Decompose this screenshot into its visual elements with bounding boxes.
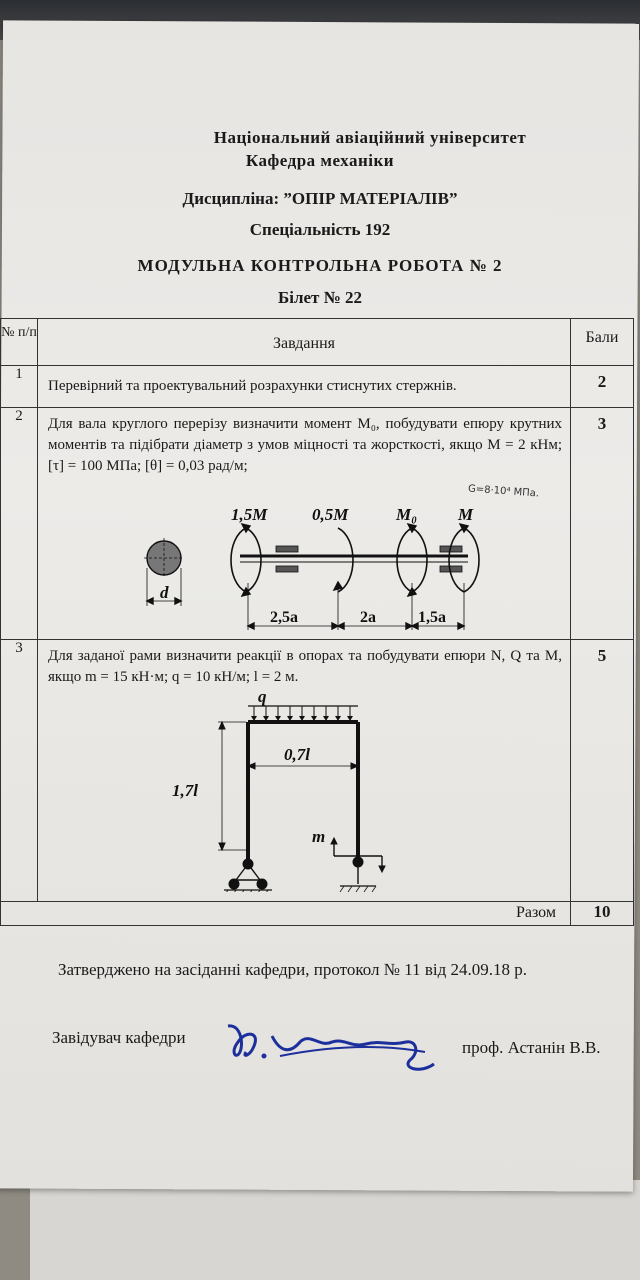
moment-arrow-2 — [337, 527, 354, 593]
total-row: Разом 10 — [0, 901, 634, 926]
head-label: Завідувач кафедри — [52, 1028, 186, 1047]
row-num: 3 — [0, 639, 38, 902]
moment-label-4: M — [457, 505, 474, 524]
load-label: q — [258, 692, 267, 706]
moment-label: m — [312, 827, 325, 846]
paper-underneath — [30, 1180, 640, 1280]
row-points: 5 — [570, 639, 634, 902]
shaft-diagram: 1,5M 0,5M M₀ M d 2,5a 2a 1,5a — [144, 505, 480, 631]
head-name: проф. Астанін В.В. — [462, 1038, 601, 1057]
bearing-1 — [275, 545, 299, 553]
task-text: Для заданої рами визначити реакції в опо… — [48, 648, 562, 685]
document-title: МОДУЛЬНА КОНТРОЛЬНА РОБОТА № 2 — [137, 256, 503, 275]
table-header-row: № п/п Завдання Бали — [0, 318, 634, 366]
row-num-text: 3 — [15, 640, 23, 656]
table-row: 1 Перевірний та проектувальний розрахунк… — [0, 365, 634, 408]
approval-note: Затверджено на засіданні кафедри, проток… — [58, 960, 528, 979]
task-text: Перевірний та проектувальний розрахунки … — [48, 378, 457, 394]
header-num: № п/п — [0, 318, 38, 366]
total-label: Разом — [0, 901, 571, 926]
diameter-label: d — [160, 583, 169, 602]
university-name: Національний авіаційний університет — [213, 128, 527, 147]
ticket-number: Білет № 22 — [278, 288, 362, 307]
row-num: 2 — [0, 407, 38, 640]
row-num: 1 — [0, 365, 38, 408]
moment-arrow-4 — [463, 527, 480, 593]
row-points: 3 — [570, 407, 634, 640]
moment-arrow-3 — [411, 527, 428, 593]
points-value: 5 — [597, 646, 607, 665]
moment-label-3: M₀ — [395, 505, 417, 524]
signature — [227, 1024, 435, 1071]
points-value: 2 — [597, 372, 607, 391]
moment-arrow-1 — [245, 527, 262, 593]
frame-diagram: q 0,7l 1,7l m — [172, 692, 386, 892]
row-points: 2 — [570, 365, 634, 408]
row-task: Для заданої рами визначити реакції в опо… — [37, 639, 571, 902]
specialty: Спеціальність 192 — [249, 220, 391, 239]
department-name: Кафедра механіки — [245, 151, 395, 170]
task-text: Для вала круглого перерізу визначити мом… — [48, 416, 562, 474]
discipline: Дисципліна: ”ОПІР МАТЕРІАЛІВ” — [182, 189, 458, 208]
tasks-table: № п/п Завдання Бали 1 Перевірний та прое… — [0, 318, 634, 926]
table-row: 2 Для вала круглого перерізу визначити м… — [0, 407, 634, 640]
points-value: 3 — [597, 414, 607, 433]
moment-label-1: 1,5M — [231, 505, 268, 524]
row-task: Для вала круглого перерізу визначити мом… — [37, 407, 571, 640]
table-row: 3 Для заданої рами визначити реакції в о… — [0, 639, 634, 902]
dim-label-1: 2,5a — [270, 609, 298, 626]
header-points: Бали — [570, 318, 634, 366]
row-num-text: 1 — [15, 366, 23, 382]
moment-label-2: 0,5M — [312, 505, 349, 524]
total-value: 10 — [570, 901, 634, 926]
row-task: Перевірний та проектувальний розрахунки … — [37, 365, 571, 408]
width-label: 0,7l — [284, 745, 310, 764]
dim-label-2: 2a — [360, 609, 376, 626]
dim-label-3: 1,5a — [418, 609, 446, 626]
header-task: Завдання — [37, 318, 571, 366]
row-num-text: 2 — [15, 408, 23, 424]
height-label: 1,7l — [172, 781, 198, 800]
